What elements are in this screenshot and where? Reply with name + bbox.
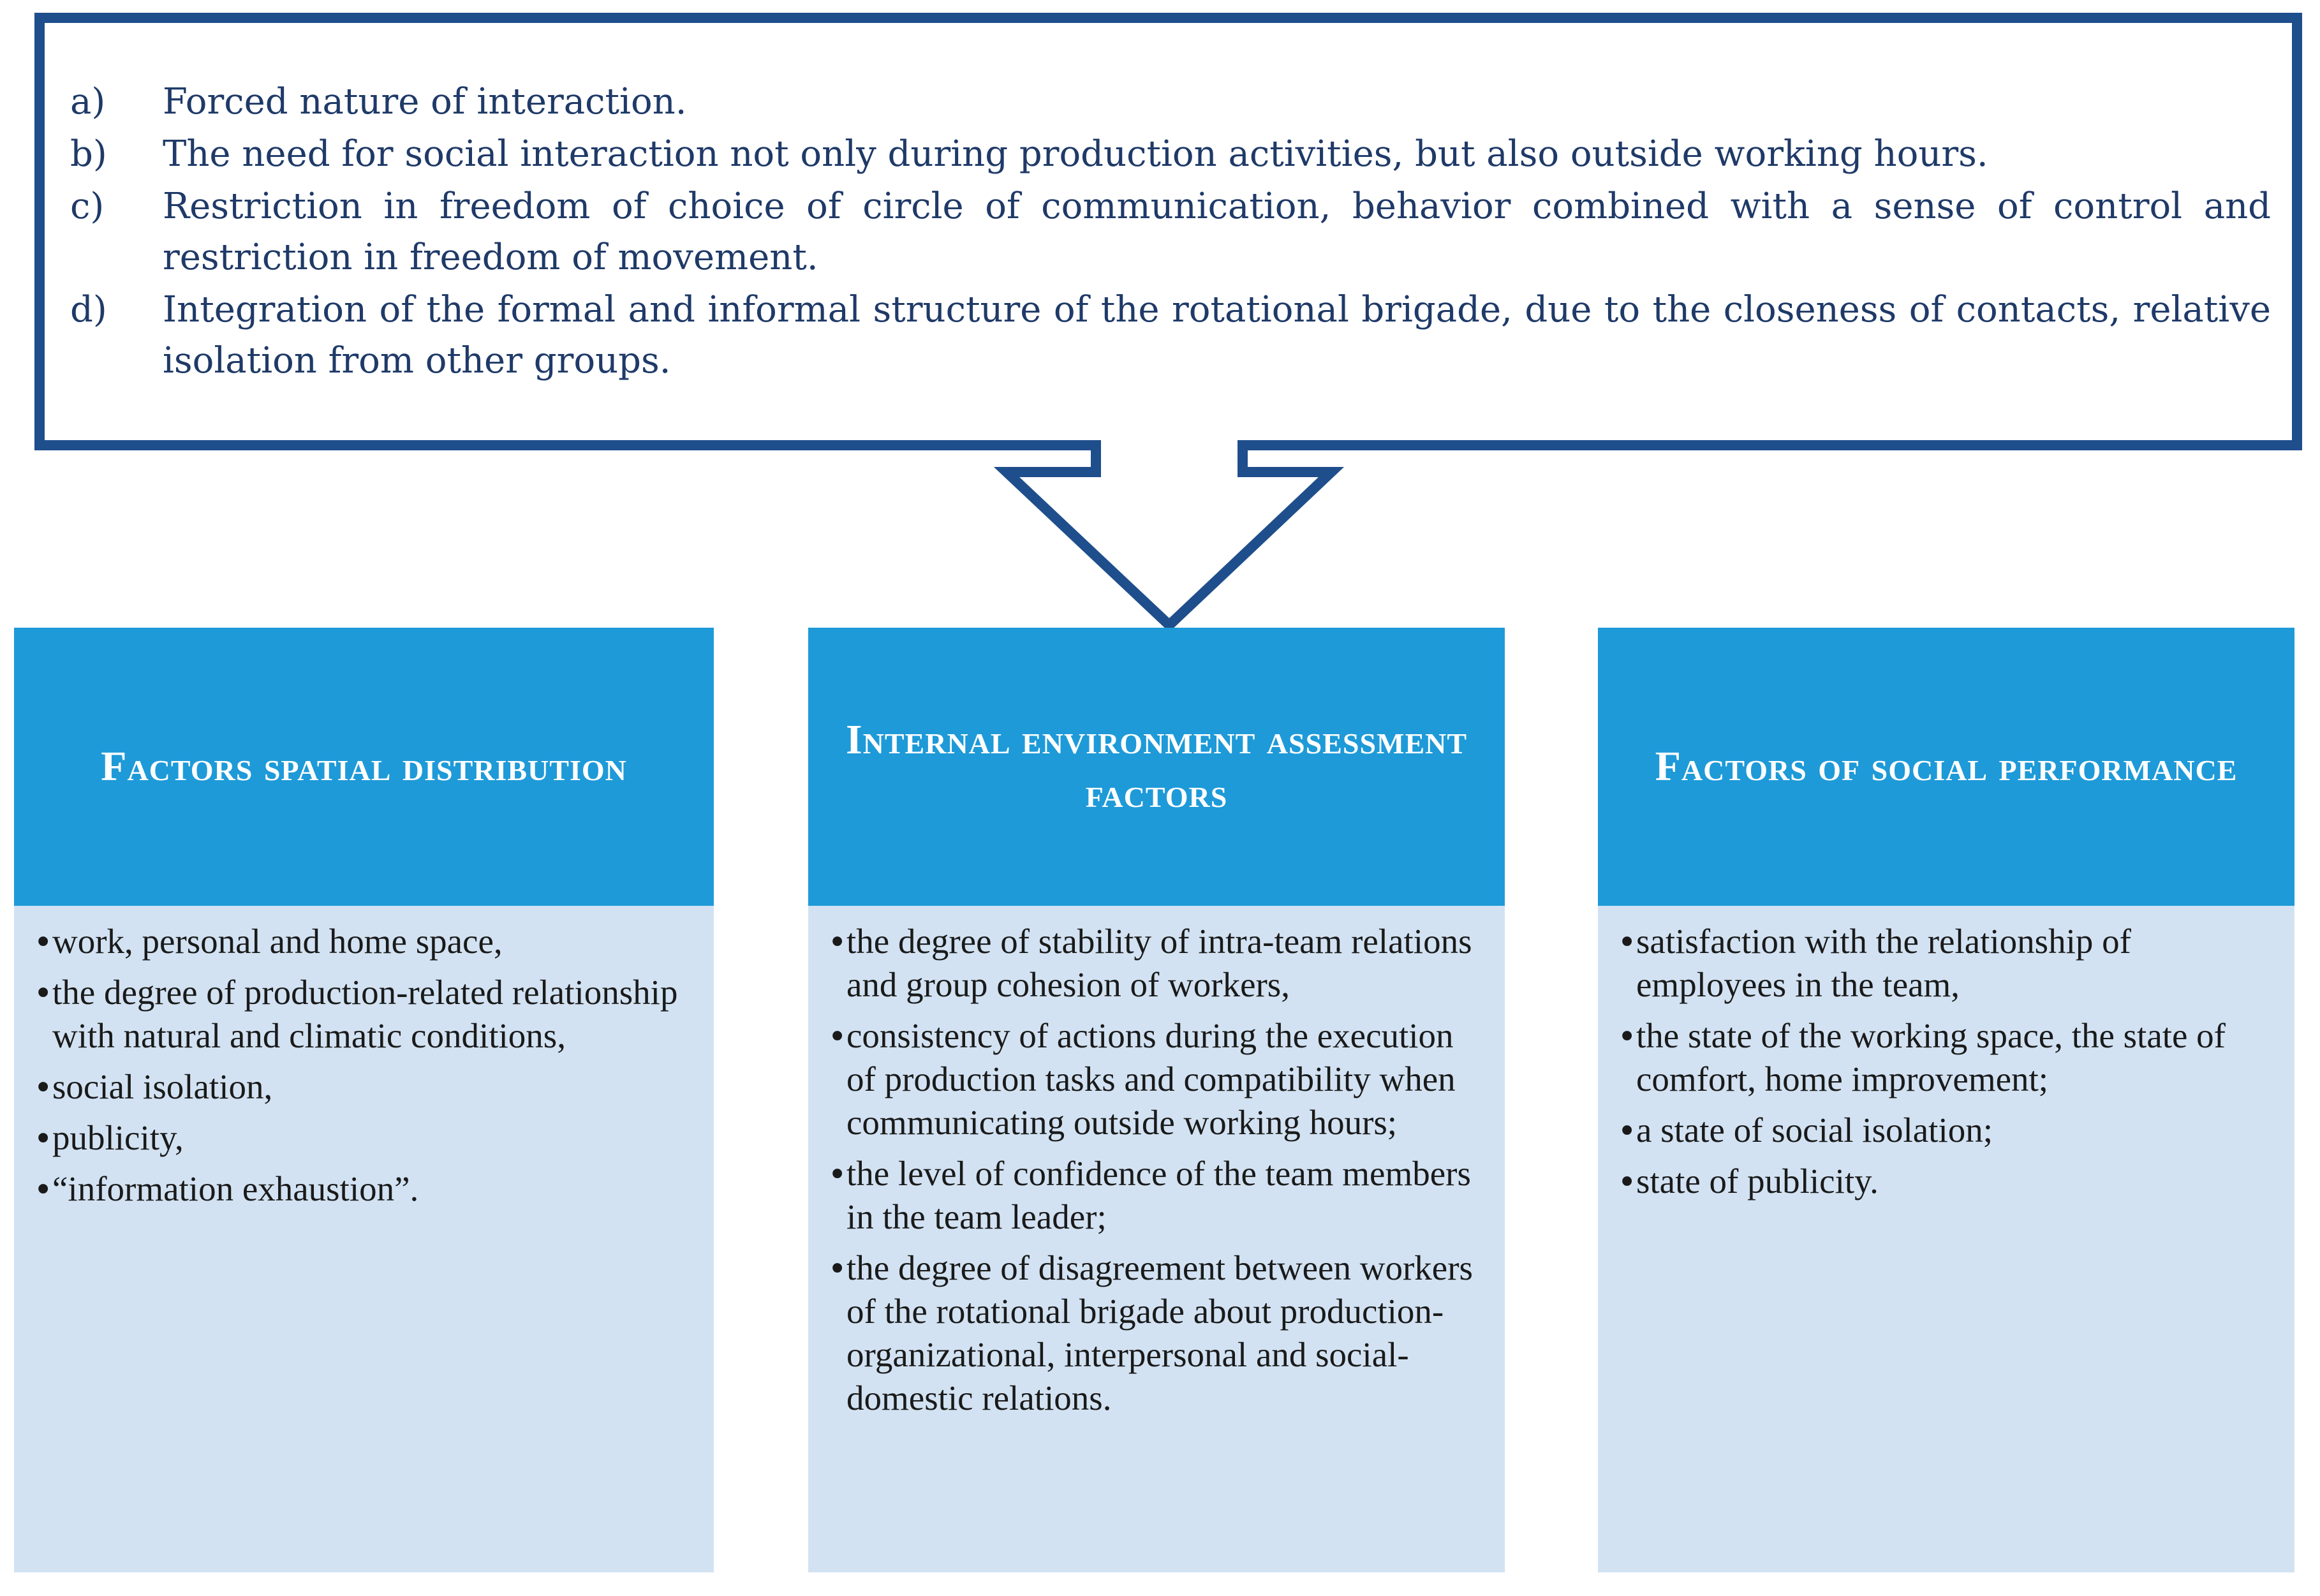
- list-item-text: the degree of production-related relatio…: [52, 973, 678, 1055]
- bullet-icon: •: [1621, 1111, 1634, 1149]
- column-body-spatial-distribution: • work, personal and home space, • the d…: [14, 906, 714, 1572]
- bullet-icon: •: [37, 973, 50, 1012]
- list-item: • publicity,: [37, 1116, 697, 1160]
- callout-box-outline: [34, 13, 2302, 632]
- bullet-icon: •: [831, 922, 844, 961]
- bullet-icon: •: [37, 1169, 50, 1208]
- list-item-text: social isolation,: [52, 1067, 273, 1106]
- column-header-spatial-distribution: Factors spatial distribution: [14, 628, 714, 906]
- list-item: • consistency of actions during the exec…: [831, 1014, 1488, 1144]
- list-item: • the degree of production-related relat…: [37, 971, 697, 1058]
- top-item-text: The need for social interaction not only…: [163, 133, 1988, 175]
- list-item: • social isolation,: [37, 1065, 697, 1109]
- list-item-text: the degree of stability of intra-team re…: [846, 922, 1472, 1004]
- top-item-text: Forced nature of interaction.: [163, 81, 687, 122]
- bullet-icon: •: [37, 1118, 50, 1157]
- list-item: • satisfaction with the relationship of …: [1621, 920, 2278, 1007]
- list-item: • the degree of stability of intra-team …: [831, 920, 1488, 1007]
- bullet-icon: •: [37, 1067, 50, 1106]
- list-item-text: satisfaction with the relationship of em…: [1636, 922, 2131, 1004]
- bullet-icon: •: [37, 922, 50, 961]
- bullet-icon: •: [831, 1154, 844, 1193]
- top-item-marker: a): [70, 81, 106, 122]
- list-item-text: the state of the working space, the stat…: [1636, 1016, 2226, 1098]
- top-item-marker: b): [70, 133, 107, 175]
- list-item: • the state of the working space, the st…: [1621, 1014, 2278, 1101]
- bullet-icon: •: [1621, 922, 1634, 961]
- list-item-text: the level of confidence of the team memb…: [846, 1154, 1471, 1236]
- bullet-icon: •: [831, 1248, 844, 1287]
- top-list: a) Forced nature of interaction. b) The …: [70, 77, 2271, 388]
- column-title: Factors of social performance: [1655, 743, 2238, 790]
- bullet-icon: •: [1621, 1162, 1634, 1201]
- list-item-text: consistency of actions during the execut…: [846, 1016, 1456, 1142]
- column-header-internal-environment: Internal environment assessment factors: [808, 628, 1505, 906]
- bullet-icon: •: [1621, 1016, 1634, 1055]
- top-item-b: b) The need for social interaction not o…: [70, 129, 2271, 180]
- list-item-text: a state of social isolation;: [1636, 1111, 1993, 1149]
- list-item: • a state of social isolation;: [1621, 1109, 2278, 1152]
- top-item-marker: d): [70, 289, 107, 330]
- list-item: • “information exhaustion”.: [37, 1167, 697, 1211]
- column-title: Internal environment assessment factors: [845, 716, 1468, 816]
- list-item-text: publicity,: [52, 1118, 184, 1157]
- column-title: Factors spatial distribution: [101, 743, 627, 790]
- top-item-marker: c): [70, 186, 105, 227]
- top-item-c: c) Restriction in freedom of choice of c…: [70, 181, 2271, 283]
- column-header-social-performance: Factors of social performance: [1598, 628, 2294, 906]
- list-item-text: the degree of disagreement between worke…: [846, 1248, 1473, 1417]
- top-item-text: Integration of the formal and informal s…: [163, 289, 2271, 381]
- list-item: • the level of confidence of the team me…: [831, 1152, 1488, 1239]
- list-item: • the degree of disagreement between wor…: [831, 1246, 1488, 1420]
- top-item-text: Restriction in freedom of choice of circ…: [163, 186, 2271, 278]
- list-item-text: state of publicity.: [1636, 1162, 1879, 1201]
- column-body-social-performance: • satisfaction with the relationship of …: [1598, 906, 2294, 1572]
- top-item-a: a) Forced nature of interaction.: [70, 77, 2271, 128]
- list-item: • state of publicity.: [1621, 1160, 2278, 1203]
- bullet-icon: •: [831, 1016, 844, 1055]
- column-body-internal-environment: • the degree of stability of intra-team …: [808, 906, 1505, 1572]
- list-item-text: work, personal and home space,: [52, 922, 503, 961]
- list-item: • work, personal and home space,: [37, 920, 697, 963]
- list-item-text: “information exhaustion”.: [52, 1169, 419, 1208]
- top-item-d: d) Integration of the formal and informa…: [70, 284, 2271, 387]
